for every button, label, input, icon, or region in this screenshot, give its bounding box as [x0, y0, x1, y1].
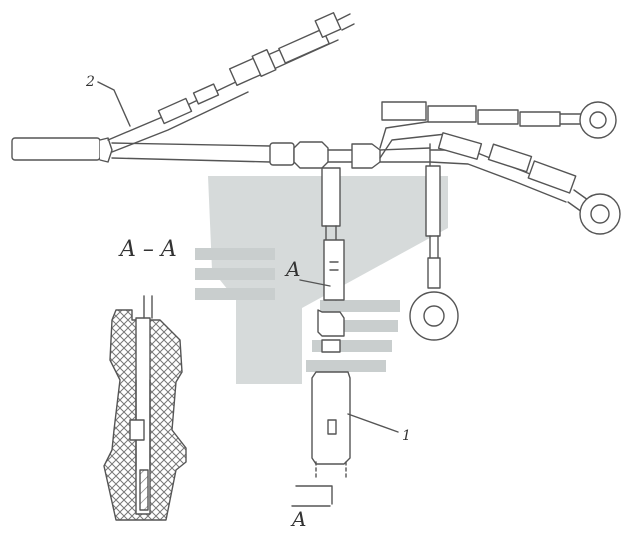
section-mark-a-side: A [284, 257, 300, 281]
right-upper-branch [379, 101, 617, 159]
upper-branch-harness [107, 12, 355, 153]
section-mark-a-bottom: A [290, 507, 306, 531]
leader-line-1 [347, 413, 399, 433]
leader-line-a-side [299, 279, 331, 287]
center-drop-connector [311, 167, 351, 481]
right-lower-branch [429, 132, 621, 235]
section-view-a-a [103, 295, 187, 521]
right-drop-wire [409, 143, 459, 341]
main-harness-trunk [11, 137, 431, 169]
section-title-a-a: A – A [118, 237, 177, 262]
leader-line-2 [97, 81, 131, 127]
callout-2: 2 [85, 74, 95, 90]
callout-1: 1 [402, 428, 411, 444]
section-cut-line [291, 485, 333, 507]
